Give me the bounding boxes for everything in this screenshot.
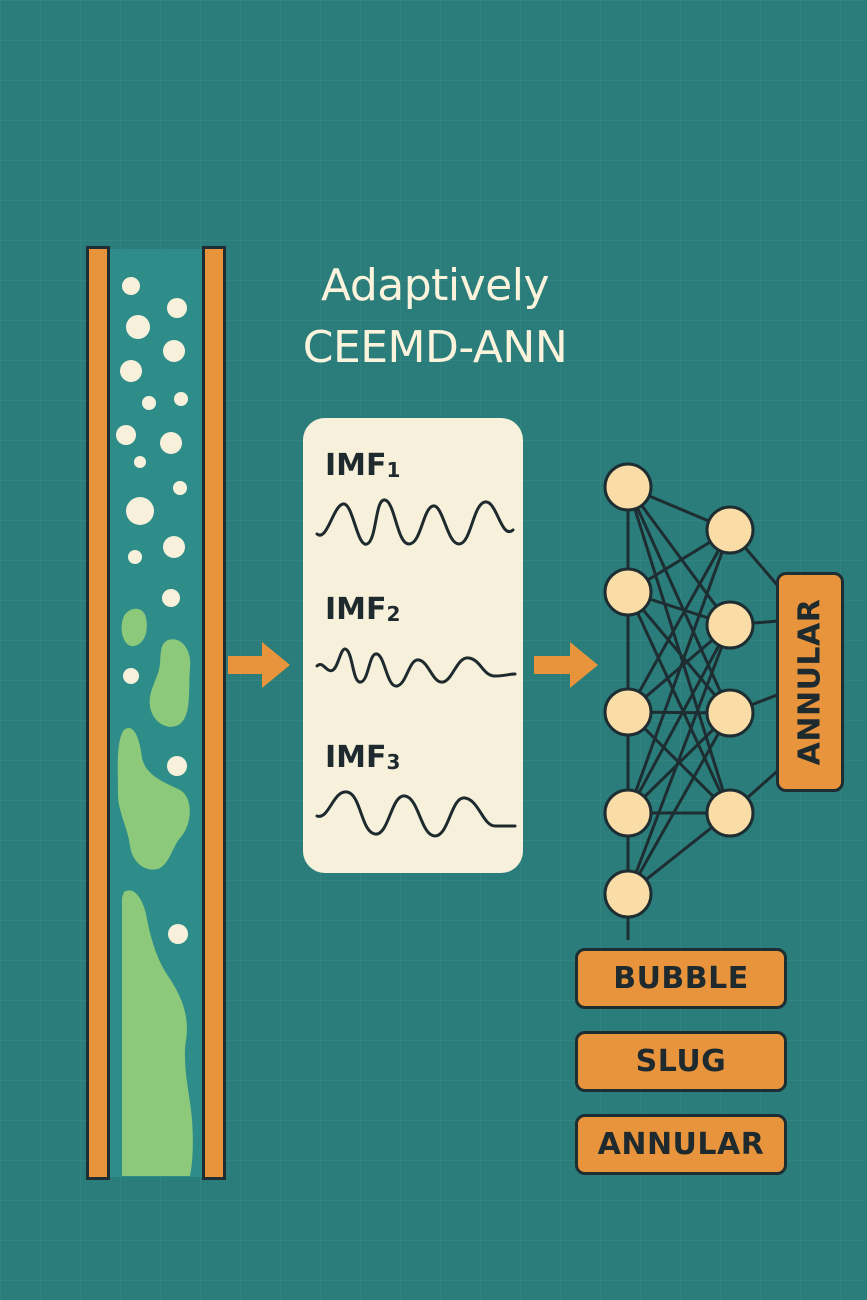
gas-bubble (167, 298, 187, 318)
liquid-slug (149, 639, 191, 727)
gas-bubble (134, 456, 146, 468)
input-node (603, 567, 653, 617)
imf-label-2-sub: 2 (386, 602, 401, 626)
output-side-label-box: ANNULAR (776, 572, 844, 792)
imf-label-3: IMF3 (325, 740, 400, 775)
liquid-slug (117, 728, 190, 870)
gas-bubble (163, 340, 185, 362)
pipe-left-wall (86, 246, 110, 1180)
input-node (603, 869, 653, 919)
imf-label-2-base: IMF (325, 592, 387, 627)
gas-bubble (173, 481, 187, 495)
gas-bubble (120, 360, 142, 382)
hidden-node (705, 688, 755, 738)
imf-label-1: IMF1 (325, 448, 400, 483)
gas-bubble (126, 315, 150, 339)
imf-panel: IMF1 IMF2 IMF3 (303, 418, 523, 873)
class-box-slug: SLUG (575, 1031, 787, 1092)
imf-wave-3 (315, 790, 517, 838)
diagram-title: Adaptively CEEMD-ANN (250, 255, 620, 379)
liquid-slug (121, 608, 147, 647)
title-line-1: Adaptively (321, 260, 550, 311)
gas-bubble (174, 392, 188, 406)
class-box-annular: ANNULAR (575, 1114, 787, 1175)
pipe-right-wall (202, 246, 226, 1180)
imf-label-1-base: IMF (325, 448, 387, 483)
imf-wave-2 (315, 647, 517, 688)
class-box-bubble: BUBBLE (575, 948, 787, 1009)
arrow-right-icon (534, 642, 598, 688)
input-node (603, 462, 653, 512)
gas-bubble (116, 425, 136, 445)
input-node (603, 788, 653, 838)
imf-label-3-base: IMF (325, 740, 387, 775)
gas-bubble (123, 668, 139, 684)
imf-label-2: IMF2 (325, 592, 400, 627)
hidden-node (705, 600, 755, 650)
hidden-node (705, 505, 755, 555)
gas-bubble (160, 432, 182, 454)
title-line-2: CEEMD-ANN (302, 322, 568, 373)
hidden-node (705, 788, 755, 838)
imf-label-1-sub: 1 (386, 458, 401, 482)
output-side-label: ANNULAR (792, 598, 828, 766)
gas-bubble (168, 924, 188, 944)
gas-bubble (167, 756, 187, 776)
arrow-right-icon (228, 642, 290, 688)
gas-bubble (162, 589, 180, 607)
gas-bubble (142, 396, 156, 410)
gas-bubble (128, 550, 142, 564)
gas-bubble (126, 497, 154, 525)
gas-bubble (163, 536, 185, 558)
input-node (603, 687, 653, 737)
liquid-annular-film (122, 890, 193, 1176)
imf-label-3-sub: 3 (386, 750, 401, 774)
gas-bubble (122, 277, 140, 295)
imf-wave-1 (315, 498, 515, 546)
